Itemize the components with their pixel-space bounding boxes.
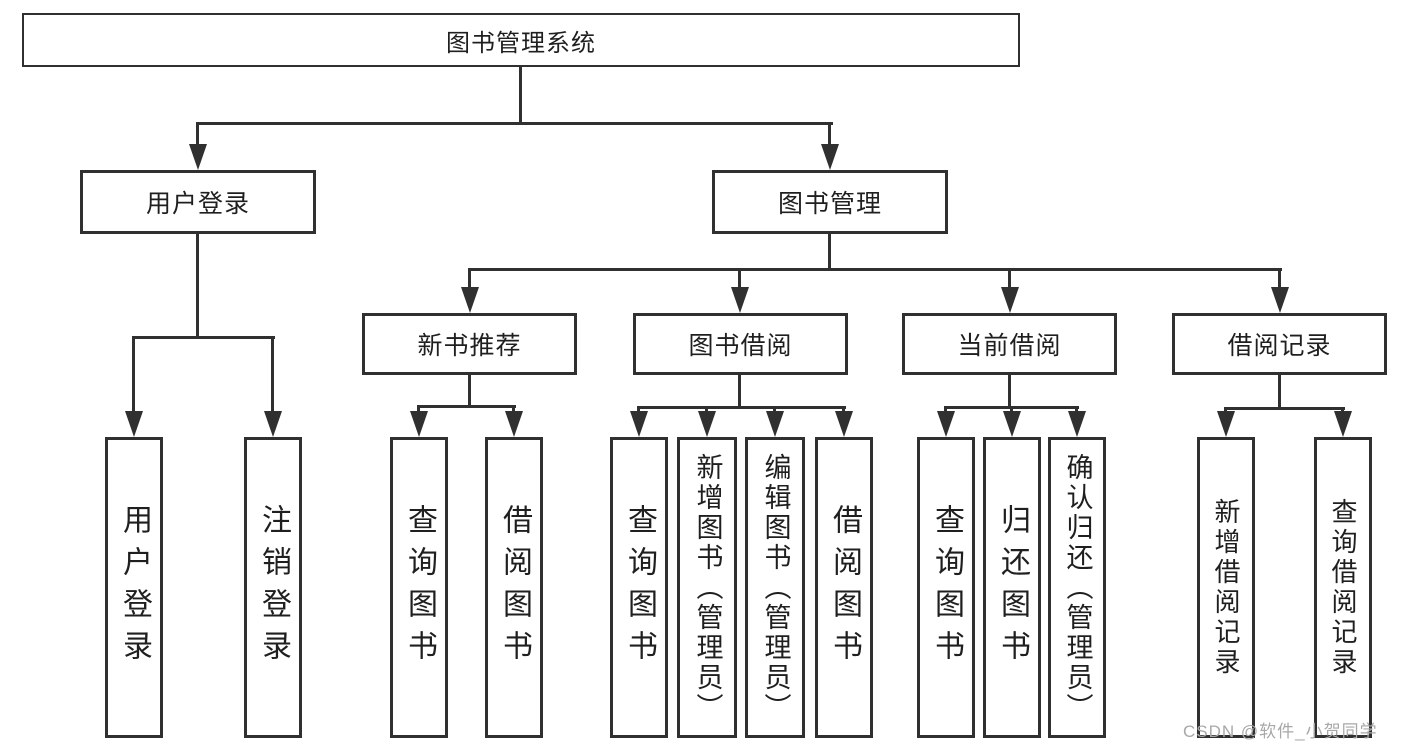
connector-line	[1075, 406, 1078, 414]
connector-line	[196, 122, 199, 148]
arrow-down-icon	[1001, 287, 1019, 313]
arrow-down-icon	[1217, 411, 1235, 437]
connector-line	[1278, 375, 1281, 410]
leaf-borrowing-edit-books-admin: 编辑图书（管理员）	[745, 437, 805, 738]
leaf-borrowing-add-books-admin: 新增图书（管理员）	[677, 437, 737, 738]
connector-line	[637, 406, 640, 414]
arrow-down-icon	[189, 144, 207, 170]
leaf-records-query-borrow-record: 查询借阅记录	[1314, 437, 1372, 738]
connector-line	[828, 122, 831, 148]
arrow-down-icon	[505, 411, 523, 437]
leaf-records-add-borrow-record: 新增借阅记录	[1197, 437, 1255, 738]
watermark: CSDN @软件_小贺同学	[1183, 722, 1378, 741]
connector-line	[842, 406, 845, 414]
node-user-login: 用户登录	[80, 170, 316, 234]
connector-line	[705, 406, 708, 414]
connector-line	[512, 405, 515, 414]
node-new-book-recommend: 新书推荐	[362, 313, 577, 375]
arrow-down-icon	[766, 411, 784, 437]
arrow-down-icon	[821, 144, 839, 170]
connector-line	[197, 122, 833, 125]
arrow-down-icon	[410, 411, 428, 437]
connector-line	[468, 375, 471, 408]
arrow-down-icon	[461, 287, 479, 313]
arrow-down-icon	[125, 411, 143, 437]
leaf-recommend-query-books: 查询图书	[390, 437, 448, 738]
leaf-recommend-borrow-books: 借阅图书	[485, 437, 543, 738]
arrow-down-icon	[630, 411, 648, 437]
connector-line	[468, 268, 1282, 271]
arrow-down-icon	[1003, 411, 1021, 437]
connector-line	[773, 406, 776, 414]
leaf-current-confirm-return-admin: 确认归还（管理员）	[1048, 437, 1106, 738]
connector-line	[1341, 407, 1344, 414]
arrow-down-icon	[937, 411, 955, 437]
connector-line	[738, 268, 741, 290]
connector-line	[133, 336, 275, 339]
leaf-current-query-books: 查询图书	[917, 437, 975, 738]
connector-line	[196, 234, 199, 338]
connector-line	[1224, 407, 1227, 414]
connector-line	[1008, 375, 1011, 409]
arrow-down-icon	[731, 287, 749, 313]
node-library-management-system: 图书管理系统	[22, 13, 1020, 67]
connector-line	[417, 405, 516, 408]
connector-line	[944, 406, 947, 414]
node-borrowing-records: 借阅记录	[1172, 313, 1387, 375]
connector-line	[637, 406, 846, 409]
leaf-logout: 注销登录	[244, 437, 302, 738]
node-current-borrowing: 当前借阅	[902, 313, 1117, 375]
connector-line	[271, 336, 274, 414]
connector-line	[738, 375, 741, 409]
leaf-borrowing-query-books: 查询图书	[610, 437, 668, 738]
connector-line	[1224, 407, 1345, 410]
connector-line	[468, 268, 471, 290]
arrow-down-icon	[835, 411, 853, 437]
arrow-down-icon	[1271, 287, 1289, 313]
arrow-down-icon	[698, 411, 716, 437]
connector-line	[417, 405, 420, 414]
leaf-user-login: 用户登录	[105, 437, 163, 738]
leaf-borrowing-borrow-books: 借阅图书	[815, 437, 873, 738]
arrow-down-icon	[264, 411, 282, 437]
node-book-management: 图书管理	[712, 170, 948, 234]
arrow-down-icon	[1068, 411, 1086, 437]
connector-line	[828, 234, 831, 271]
arrow-down-icon	[1334, 411, 1352, 437]
leaf-current-return-books: 归还图书	[983, 437, 1041, 738]
connector-line	[1278, 268, 1281, 290]
connector-line	[1008, 268, 1011, 290]
connector-line	[132, 336, 135, 414]
node-book-borrowing: 图书借阅	[633, 313, 848, 375]
connector-line	[519, 67, 522, 124]
connector-line	[1010, 406, 1013, 414]
